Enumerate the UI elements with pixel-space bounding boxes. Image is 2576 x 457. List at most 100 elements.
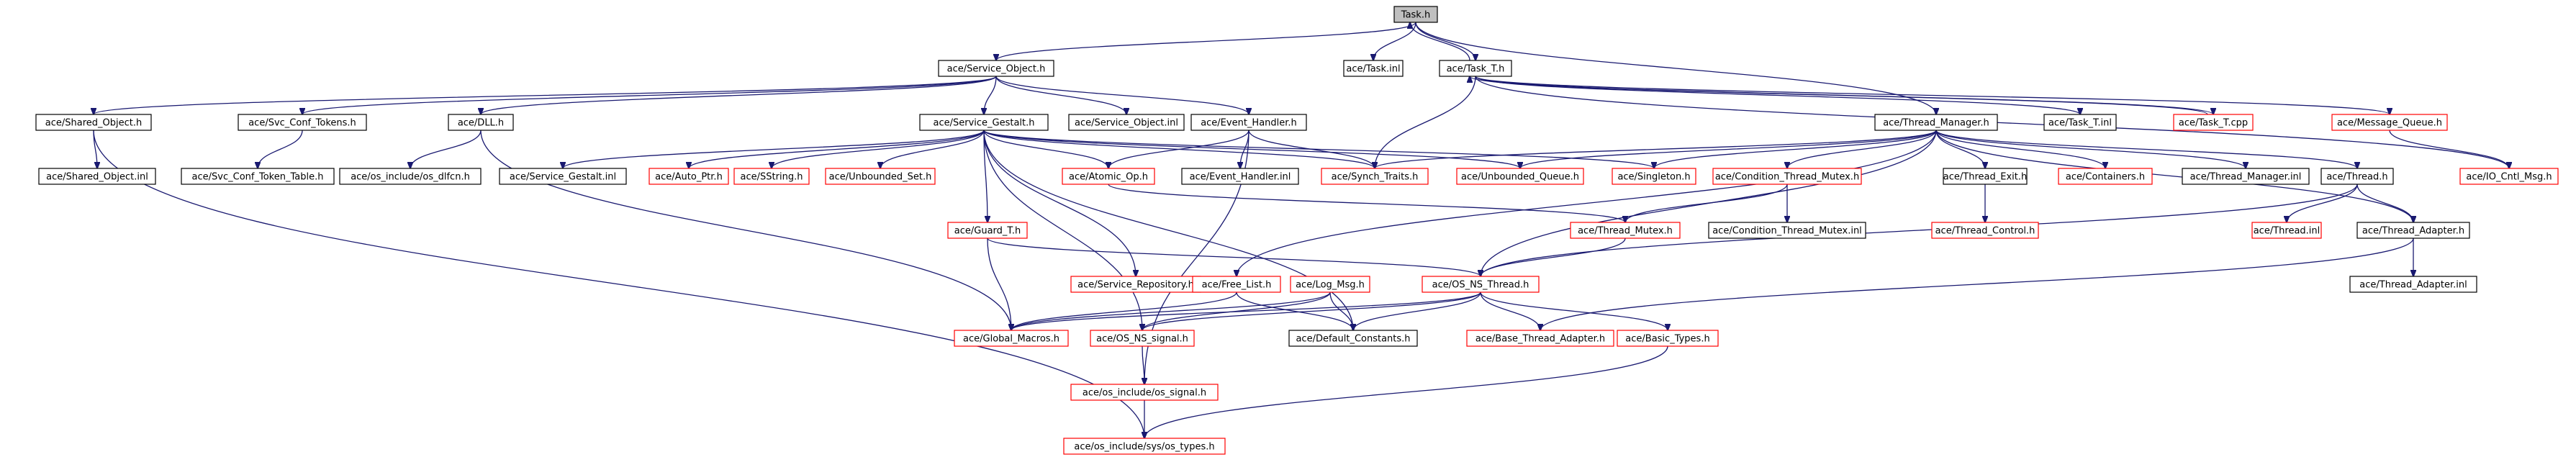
- node-condition-thread-mutex-inl[interactable]: ace/Condition_Thread_Mutex.inl: [1708, 222, 1866, 239]
- node-box[interactable]: [2349, 276, 2477, 293]
- node-box[interactable]: [947, 222, 1028, 239]
- node-box[interactable]: [1321, 168, 1429, 185]
- node-containers-h[interactable]: ace/Containers.h: [2058, 168, 2153, 185]
- node-box[interactable]: [339, 168, 482, 185]
- node-box[interactable]: [938, 60, 1054, 77]
- node-box[interactable]: [1288, 330, 1418, 347]
- node-unbounded-set-h[interactable]: ace/Unbounded_Set.h: [825, 168, 936, 185]
- node-box[interactable]: [2459, 168, 2559, 185]
- node-task-t-cpp[interactable]: ace/Task_T.cpp: [2173, 114, 2254, 131]
- node-box[interactable]: [954, 330, 1069, 347]
- node-task-inl[interactable]: ace/Task.inl: [1343, 60, 1404, 77]
- node-box[interactable]: [1456, 168, 1584, 185]
- node-box[interactable]: [38, 168, 156, 185]
- node-event-handler-h[interactable]: ace/Event_Handler.h: [1190, 114, 1307, 131]
- node-condition-thread-mutex-h[interactable]: ace/Condition_Thread_Mutex.h: [1712, 168, 1862, 185]
- node-box[interactable]: [1343, 60, 1404, 77]
- node-service-object-h[interactable]: ace/Service_Object.h: [938, 60, 1054, 77]
- node-box[interactable]: [2356, 222, 2470, 239]
- node-box[interactable]: [919, 114, 1049, 131]
- node-box[interactable]: [1466, 330, 1614, 347]
- node-box[interactable]: [1063, 438, 1226, 455]
- node-box[interactable]: [1062, 168, 1155, 185]
- node-io-cntl-msg-h[interactable]: ace/IO_Cntl_Msg.h: [2459, 168, 2559, 185]
- node-box[interactable]: [1570, 222, 1681, 239]
- node-box[interactable]: [499, 168, 627, 185]
- node-log-msg-h[interactable]: ace/Log_Msg.h: [1290, 276, 1370, 293]
- node-free-list-h[interactable]: ace/Free_List.h: [1192, 276, 1281, 293]
- node-box[interactable]: [1181, 168, 1299, 185]
- node-thread-manager-inl[interactable]: ace/Thread_Manager.inl: [2182, 168, 2310, 185]
- node-box[interactable]: [1290, 276, 1370, 293]
- node-service-gestalt-inl[interactable]: ace/Service_Gestalt.inl: [499, 168, 627, 185]
- node-os-ns-signal-h[interactable]: ace/OS_NS_signal.h: [1090, 330, 1195, 347]
- node-box[interactable]: [1931, 222, 2039, 239]
- node-box[interactable]: [1190, 114, 1307, 131]
- node-default-constants-h[interactable]: ace/Default_Constants.h: [1288, 330, 1418, 347]
- node-synch-traits-h[interactable]: ace/Synch_Traits.h: [1321, 168, 1429, 185]
- node-task-t-inl[interactable]: ace/Task_T.inl: [2043, 114, 2117, 131]
- node-os-types-h[interactable]: ace/os_include/sys/os_types.h: [1063, 438, 1226, 455]
- node-task-t-h[interactable]: ace/Task_T.h: [1439, 60, 1512, 77]
- node-box[interactable]: [1068, 114, 1185, 131]
- node-box[interactable]: [448, 114, 514, 131]
- node-box[interactable]: [733, 168, 810, 185]
- node-thread-adapter-inl[interactable]: ace/Thread_Adapter.inl: [2349, 276, 2477, 293]
- node-shared-object-h[interactable]: ace/Shared_Object.h: [35, 114, 152, 131]
- node-box[interactable]: [2331, 114, 2448, 131]
- node-box[interactable]: [1422, 276, 1540, 293]
- node-svc-conf-token-table-h[interactable]: ace/Svc_Conf_Token_Table.h: [181, 168, 335, 185]
- node-thread-adapter-h[interactable]: ace/Thread_Adapter.h: [2356, 222, 2470, 239]
- node-base-thread-adapter-h[interactable]: ace/Base_Thread_Adapter.h: [1466, 330, 1614, 347]
- node-thread-manager-h[interactable]: ace/Thread_Manager.h: [1874, 114, 1998, 131]
- node-thread-inl[interactable]: ace/Thread.inl: [2251, 222, 2322, 239]
- node-box[interactable]: [1192, 276, 1281, 293]
- node-thread-exit-h[interactable]: ace/Thread_Exit.h: [1943, 168, 2028, 185]
- node-box[interactable]: [1439, 60, 1512, 77]
- node-service-repository-h[interactable]: ace/Service_Repository.h: [1070, 276, 1201, 293]
- node-thread-mutex-h[interactable]: ace/Thread_Mutex.h: [1570, 222, 1681, 239]
- node-event-handler-inl[interactable]: ace/Event_Handler.inl: [1181, 168, 1299, 185]
- node-message-queue-h[interactable]: ace/Message_Queue.h: [2331, 114, 2448, 131]
- node-unbounded-queue-h[interactable]: ace/Unbounded_Queue.h: [1456, 168, 1584, 185]
- node-box[interactable]: [1612, 168, 1696, 185]
- node-box[interactable]: [1090, 330, 1195, 347]
- node-dll-h[interactable]: ace/DLL.h: [448, 114, 514, 131]
- node-box[interactable]: [2058, 168, 2153, 185]
- node-box[interactable]: [1708, 222, 1866, 239]
- node-box[interactable]: [825, 168, 936, 185]
- node-os-signal-h[interactable]: ace/os_include/os_signal.h: [1070, 384, 1219, 401]
- node-thread-h[interactable]: ace/Thread.h: [2320, 168, 2394, 185]
- node-sstring-h[interactable]: ace/SString.h: [733, 168, 810, 185]
- node-box[interactable]: [2043, 114, 2117, 131]
- node-box[interactable]: [648, 168, 729, 185]
- node-box[interactable]: [2173, 114, 2254, 131]
- node-box[interactable]: [1712, 168, 1862, 185]
- node-box[interactable]: [1617, 330, 1719, 347]
- node-box[interactable]: [1070, 384, 1219, 401]
- node-shared-object-inl[interactable]: ace/Shared_Object.inl: [38, 168, 156, 185]
- node-task-h[interactable]: Task.h: [1393, 6, 1438, 23]
- node-os-dlfcn-h[interactable]: ace/os_include/os_dlfcn.h: [339, 168, 482, 185]
- node-service-object-inl[interactable]: ace/Service_Object.inl: [1068, 114, 1185, 131]
- node-basic-types-h[interactable]: ace/Basic_Types.h: [1617, 330, 1719, 347]
- node-service-gestalt-h[interactable]: ace/Service_Gestalt.h: [919, 114, 1049, 131]
- node-box[interactable]: [2320, 168, 2394, 185]
- node-thread-control-h[interactable]: ace/Thread_Control.h: [1931, 222, 2039, 239]
- node-atomic-op-h[interactable]: ace/Atomic_Op.h: [1062, 168, 1155, 185]
- node-box[interactable]: [2251, 222, 2322, 239]
- node-box[interactable]: [1874, 114, 1998, 131]
- node-global-macros-h[interactable]: ace/Global_Macros.h: [954, 330, 1069, 347]
- node-auto-ptr-h[interactable]: ace/Auto_Ptr.h: [648, 168, 729, 185]
- node-svc-conf-tokens-h[interactable]: ace/Svc_Conf_Tokens.h: [238, 114, 367, 131]
- node-box[interactable]: [181, 168, 335, 185]
- node-guard-t-h[interactable]: ace/Guard_T.h: [947, 222, 1028, 239]
- node-label: ace/Thread_Manager.h: [1883, 118, 1989, 129]
- node-box[interactable]: [35, 114, 152, 131]
- node-box[interactable]: [1943, 168, 2028, 185]
- node-box[interactable]: [238, 114, 367, 131]
- node-box[interactable]: [2182, 168, 2310, 185]
- node-singleton-h[interactable]: ace/Singleton.h: [1612, 168, 1696, 185]
- node-box[interactable]: [1393, 6, 1438, 23]
- node-os-ns-thread-h[interactable]: ace/OS_NS_Thread.h: [1422, 276, 1540, 293]
